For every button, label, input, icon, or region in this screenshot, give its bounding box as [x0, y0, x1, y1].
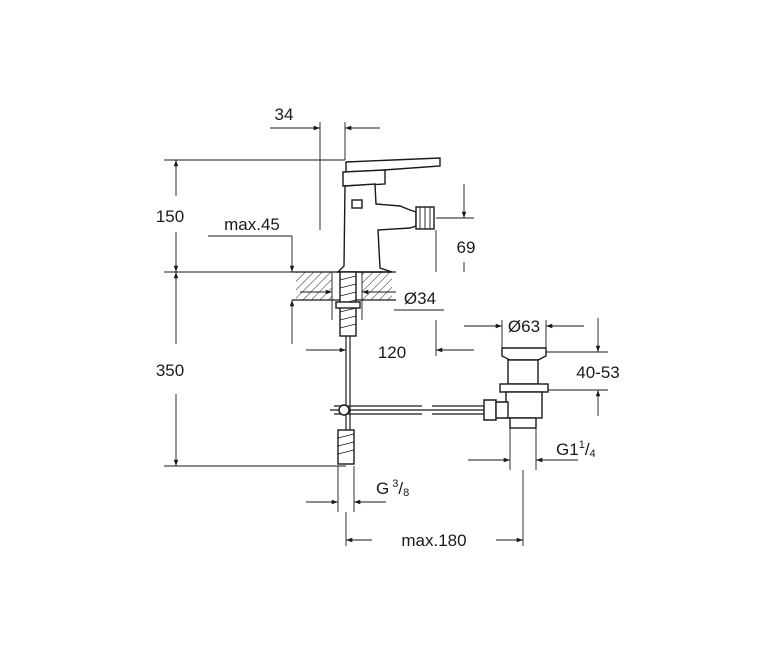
dim-label-max-deck-thickness: max.45 — [224, 215, 280, 234]
pop-up-waste — [495, 347, 549, 429]
dim-label-drain-height: 40-53 — [576, 363, 619, 382]
hose-connector — [337, 429, 355, 465]
dim-tap-height: 150 — [156, 159, 345, 273]
waste-body — [507, 359, 539, 385]
mixer-tap — [336, 157, 441, 273]
dim-drain-thread: G11/4 — [468, 428, 596, 470]
linkage-joint — [338, 404, 350, 416]
dim-max-deck-thickness: max.45 — [208, 215, 295, 344]
dim-drain-height: 40-53 — [546, 318, 620, 416]
dim-label-overall-height: 350 — [156, 361, 184, 380]
waste-nut — [499, 383, 549, 393]
pop-up-rod-knob — [351, 199, 363, 209]
dim-label-top-offset: 34 — [275, 105, 294, 124]
pop-up-linkage — [330, 399, 497, 421]
dim-top-offset: 34 — [270, 105, 380, 230]
deck-section — [292, 271, 396, 465]
dim-spout-height: 69 — [435, 184, 476, 272]
mixer-lever — [345, 157, 441, 173]
dim-label-drain-thread: G11/4 — [556, 439, 596, 460]
waste-flange — [501, 347, 547, 361]
dim-label-tap-height: 150 — [156, 207, 184, 226]
waste-tail — [509, 417, 537, 429]
dim-label-hole-diameter: Ø34 — [404, 289, 436, 308]
dim-label-max-spacing: max.180 — [401, 531, 466, 550]
mixer-cartridge-cap — [342, 169, 386, 187]
dim-drain-diameter: Ø63 — [464, 317, 584, 348]
dim-max-spacing: max.180 — [345, 470, 524, 550]
dim-label-drain-diameter: Ø63 — [508, 317, 540, 336]
dim-overall-height: 350 — [156, 272, 346, 467]
mixer-body — [336, 183, 417, 273]
dim-label-tail-length: 120 — [378, 343, 406, 362]
dim-label-spout-height: 69 — [457, 238, 476, 257]
dim-hole-diameter: Ø34 — [300, 289, 444, 320]
dim-tail-length: 120 — [306, 320, 474, 362]
